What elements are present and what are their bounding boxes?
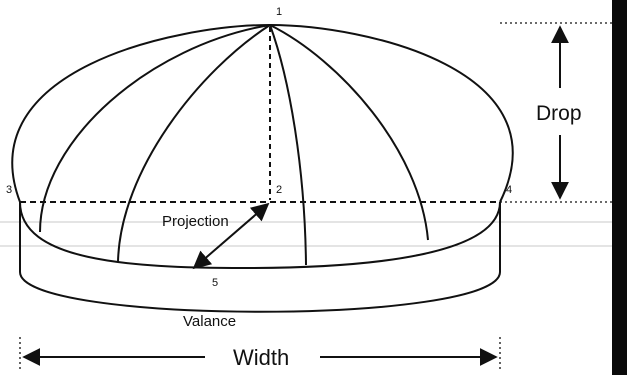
point-5-label: 5 [212,277,218,289]
point-4-label: 4 [506,184,512,196]
width-label: Width [233,345,289,370]
drop-extension-lines [500,22,612,203]
valance-label: Valance [183,313,236,330]
dome-outline [11,23,514,203]
width-extension-lines [19,337,501,372]
projection-label: Projection [162,213,229,230]
projection-arrow [192,202,270,270]
drop-label: Drop [536,102,582,125]
rib-2 [117,24,271,263]
rib-3 [269,24,307,266]
rib-1 [39,24,271,233]
point-1-label: 1 [276,6,282,18]
dome-ribs [39,24,429,266]
point-2-label: 2 [276,184,282,196]
rib-4 [269,24,429,241]
valance-band [19,202,501,313]
point-3-label: 3 [6,184,12,196]
right-edge-bar [612,0,627,375]
